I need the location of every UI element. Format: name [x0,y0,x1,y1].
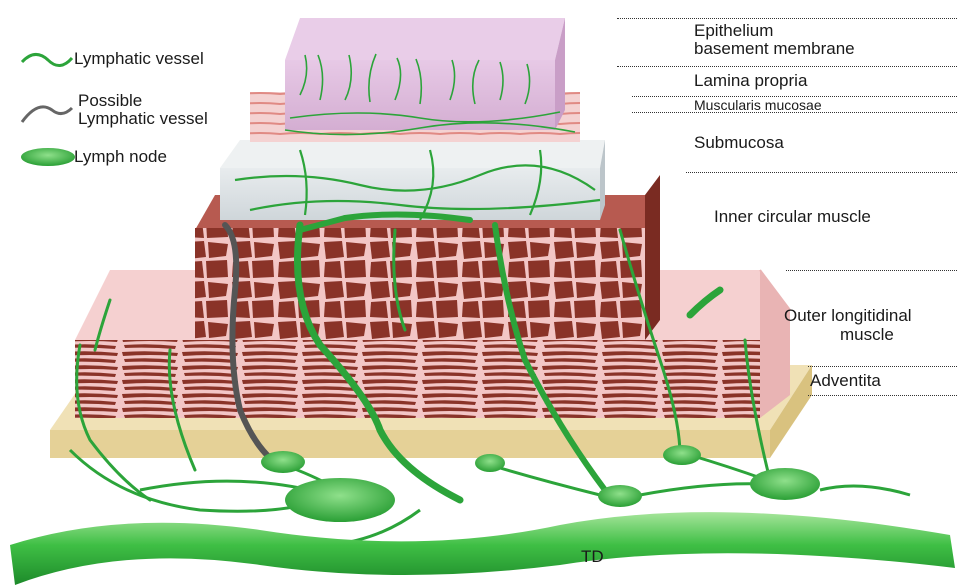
lymph-node [285,478,395,522]
possible-lymphatic-vessel-legend-icon [22,107,72,122]
separator [632,112,957,113]
lymph-node-legend-icon [21,148,75,166]
lymph-node [261,451,305,473]
separator [617,66,957,67]
legend-lymph-node-label: Lymph node [74,147,167,166]
lymph-node [598,485,642,507]
submucosa-layer [220,140,605,220]
legend-lymphatic-vessel-label: Lymphatic vessel [74,49,204,68]
legend-possible-line1: Possible [78,91,142,110]
lymph-node [750,468,820,500]
separator [808,366,957,367]
legend-possible-line2: Lymphatic vessel [78,109,208,128]
lymph-node [475,454,505,472]
separator [686,172,957,173]
label-epithelium-line2: basement membrane [694,40,855,58]
label-epithelium-line1: Epithelium [694,22,773,40]
label-lamina-propria: Lamina propria [694,72,807,90]
lymphatic-vessel-legend-icon [22,54,72,65]
separator [786,270,957,271]
thoracic-duct-label: TD [581,548,604,566]
thoracic-duct [10,512,955,585]
label-outer-longitudinal-line2: muscle [840,326,894,344]
epithelium-layer [285,18,565,130]
label-adventita: Adventita [810,372,881,390]
label-submucosa: Submucosa [694,134,784,152]
lymph-node [663,445,701,465]
label-inner-circular-muscle: Inner circular muscle [714,208,871,226]
label-outer-longitudinal-line1: Outer longitidinal [784,307,912,325]
separator [617,18,957,19]
separator [808,395,957,396]
